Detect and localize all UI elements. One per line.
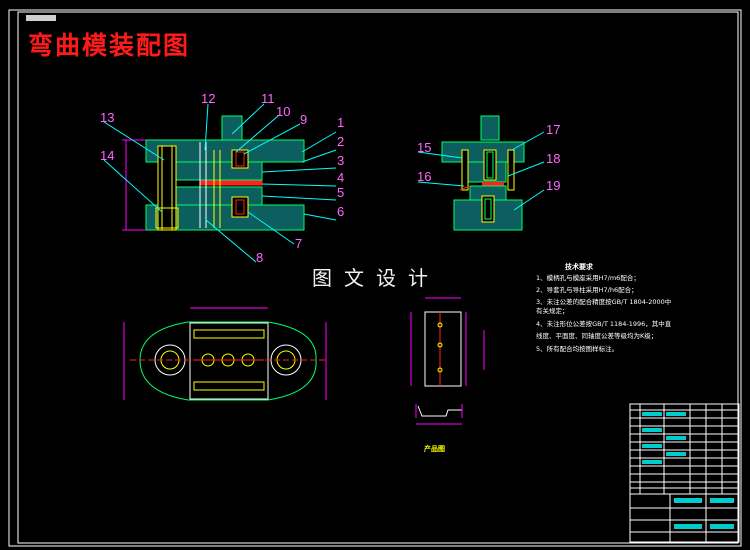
guide-post-left [157,145,177,231]
watermark-text: 图文设计 [312,266,440,290]
outer-frame [8,9,742,547]
top-view [123,307,327,401]
tech-req-item: 3、未注公差的配合精度按GB/T 1804-2000中 [536,298,672,306]
sheet-blank [199,180,263,186]
part-number: 12 [201,91,216,106]
product-drawing [415,404,463,425]
part-number: 15 [417,140,432,155]
part-number: 9 [300,112,308,127]
tech-req-item: 有关规定； [536,307,569,315]
part-number: 10 [276,104,291,119]
part-number: 6 [337,204,345,219]
tech-req-item: 4、未注形位公差按GB/T 1184-1996，其中直 [536,320,672,328]
part-number: 7 [295,236,303,251]
part-number: 14 [100,148,115,163]
tech-req-item: 1、模柄孔与模座采用H7/m6配合； [536,274,640,282]
guide-bushing-left [155,207,179,229]
part-number: 16 [417,169,432,184]
side-shank [480,115,500,141]
inner-frame [17,11,739,544]
part-number: 13 [100,110,115,125]
tech-req-item: 线度、平面度、同轴度公差等级均为K级； [536,332,658,340]
part-number: 8 [256,250,264,265]
title-block [629,403,740,543]
drawing-tag [26,15,56,21]
leader-lines [103,103,545,263]
tech-req-item: 2、导套孔与导柱采用H7/h6配合； [536,286,638,294]
tech-req-item: 5、所有配合均按图样标注。 [536,345,619,353]
part-number: 4 [337,170,345,185]
part-number: 11 [261,91,275,106]
product-caption: 产品图 [424,445,445,453]
drawing-title: 弯曲模装配图 [28,31,191,60]
part-number: 5 [337,185,345,200]
part-detail [410,297,485,387]
part-number: 1 [337,115,345,130]
front-view [122,115,305,231]
part-number: 3 [337,153,345,168]
part-number: 19 [546,178,561,193]
plan-plate [189,322,269,400]
tech-req-heading: 技术要求 [565,263,593,271]
part-number: 2 [337,134,345,149]
part-number: 18 [546,151,561,166]
part-number: 17 [546,122,561,137]
side-view [441,115,525,231]
title-block-fills [642,412,734,529]
